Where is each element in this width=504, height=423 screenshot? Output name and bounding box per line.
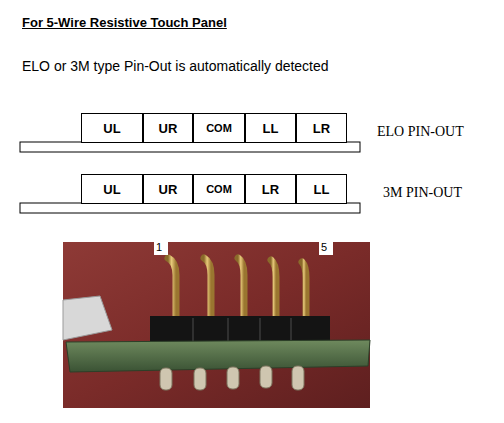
header-pin (302, 262, 306, 320)
pin-name: UR (159, 182, 178, 197)
pin-box: LL (296, 174, 347, 204)
solder-pin (160, 368, 172, 390)
pin-name: LR (262, 182, 279, 197)
solder-pin (260, 366, 272, 388)
solder-pin (194, 368, 206, 390)
pin-box: COM (193, 113, 245, 143)
pin-name: LL (314, 182, 330, 197)
pin-name: LR (313, 121, 330, 136)
header-pin (271, 260, 276, 320)
pin-box: UR (143, 174, 193, 204)
header-photo (63, 241, 370, 408)
pin-box: UR (143, 113, 193, 143)
pin-name: COM (206, 183, 232, 195)
diagram-title: For 5-Wire Resistive Touch Panel (22, 15, 227, 30)
header-pin (238, 258, 244, 320)
pin-box: COM (193, 174, 245, 204)
pin-name: UR (159, 121, 178, 136)
pin-box: LR (296, 113, 347, 143)
pin-box: LR (245, 174, 296, 204)
photo-background (63, 242, 370, 408)
connector-bar (20, 142, 360, 152)
pin-name: LL (263, 121, 279, 136)
pinout-label: ELO PIN-OUT (377, 124, 464, 140)
pcb-board (66, 340, 370, 372)
pin-box: UL (81, 174, 143, 204)
pin-tag (154, 241, 168, 255)
pin-tag (319, 241, 333, 255)
description-note: ELO or 3M type Pin-Out is automatically … (22, 58, 329, 74)
side-component (63, 296, 112, 340)
header-pin (168, 258, 176, 320)
pin-box: UL (81, 113, 143, 143)
pin-box: LL (245, 113, 296, 143)
pin-name: COM (206, 122, 232, 134)
solder-pin (292, 366, 304, 390)
pin-name: UL (103, 182, 120, 197)
pin-number: 1 (156, 241, 162, 253)
pinout-label: 3M PIN-OUT (383, 185, 462, 201)
pin-name: UL (103, 121, 120, 136)
header-pins (168, 258, 306, 320)
solder-pins (160, 366, 304, 390)
connector-bar (20, 203, 360, 213)
header-pin (204, 258, 211, 320)
solder-pin (227, 367, 239, 389)
pin-number: 5 (321, 241, 327, 253)
